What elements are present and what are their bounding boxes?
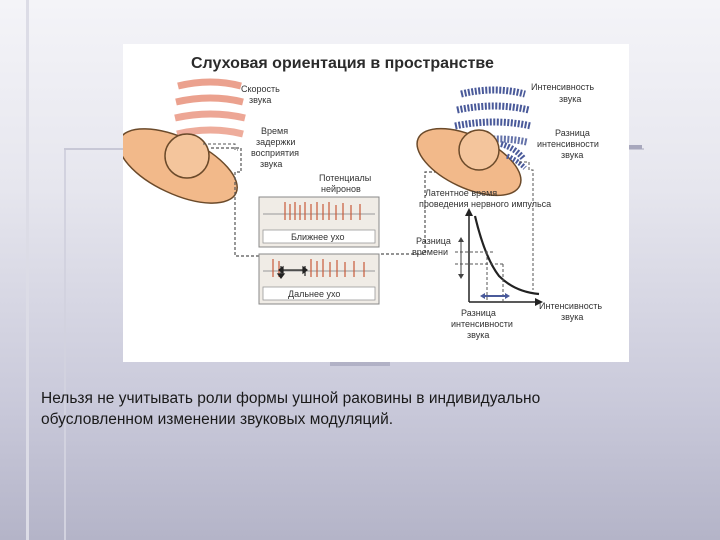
svg-text:проведения нервного импульса: проведения нервного импульса	[419, 199, 551, 209]
svg-text:задержки: задержки	[256, 137, 295, 147]
diagram-svg: Слуховая ориентация в пространстве Скоро…	[123, 44, 629, 362]
label-speed: Скорость звука	[241, 84, 280, 105]
slide-caption: Нельзя не учитывать роли формы ушной рак…	[41, 388, 701, 430]
caption-line-2: обусловленном изменении звуковых модуляц…	[41, 409, 701, 430]
label-intensity-diff: Разница интенсивности звука	[537, 128, 599, 160]
svg-text:Время: Время	[261, 126, 288, 136]
svg-text:Интенсивность: Интенсивность	[539, 301, 602, 311]
svg-text:интенсивности: интенсивности	[537, 139, 599, 149]
svg-text:Разница: Разница	[461, 308, 496, 318]
label-time-diff: Разница времени	[412, 236, 451, 257]
svg-text:Разница: Разница	[416, 236, 451, 246]
decor-vertical-line	[26, 0, 29, 540]
svg-text:нейронов: нейронов	[321, 184, 361, 194]
label-axis-intensity: Интенсивность звука	[539, 301, 602, 322]
svg-text:Скорость: Скорость	[241, 84, 280, 94]
diagram-title: Слуховая ориентация в пространстве	[191, 55, 494, 72]
near-ear-label: Ближнее ухо	[291, 232, 345, 242]
label-intensity: Интенсивность звука	[531, 82, 594, 104]
label-axis-intensity-diff: Разница интенсивности звука	[451, 308, 513, 340]
svg-text:Потенциалы: Потенциалы	[319, 173, 371, 183]
sound-waves-left	[175, 82, 245, 134]
diagram-figure: Слуховая ориентация в пространстве Скоро…	[123, 44, 629, 362]
svg-text:звука: звука	[561, 150, 583, 160]
svg-text:интенсивности: интенсивности	[451, 319, 513, 329]
far-ear-label: Дальнее ухо	[288, 289, 340, 299]
svg-text:времени: времени	[412, 247, 448, 257]
svg-text:звука: звука	[467, 330, 489, 340]
caption-line-1: Нельзя не учитывать роли формы ушной рак…	[41, 388, 701, 409]
latency-graph	[455, 208, 543, 306]
svg-text:звука: звука	[561, 312, 583, 322]
decor-vertical-line-2	[64, 150, 66, 540]
label-delay: Время задержки восприятия звука	[251, 126, 299, 169]
label-latent-time: Латентное время проведения нервного импу…	[419, 188, 551, 209]
svg-text:Интенсивность: Интенсивность	[531, 82, 594, 92]
svg-text:восприятия: восприятия	[251, 148, 299, 158]
svg-text:Латентное время: Латентное время	[425, 188, 497, 198]
svg-text:звука: звука	[249, 95, 271, 105]
far-ear-panel: Дальнее ухо	[259, 254, 379, 304]
near-ear-panel: Ближнее ухо	[259, 197, 379, 247]
svg-text:звука: звука	[260, 159, 282, 169]
svg-text:Разница: Разница	[555, 128, 590, 138]
label-potentials: Потенциалы нейронов	[319, 173, 371, 194]
svg-text:звука: звука	[559, 94, 581, 104]
